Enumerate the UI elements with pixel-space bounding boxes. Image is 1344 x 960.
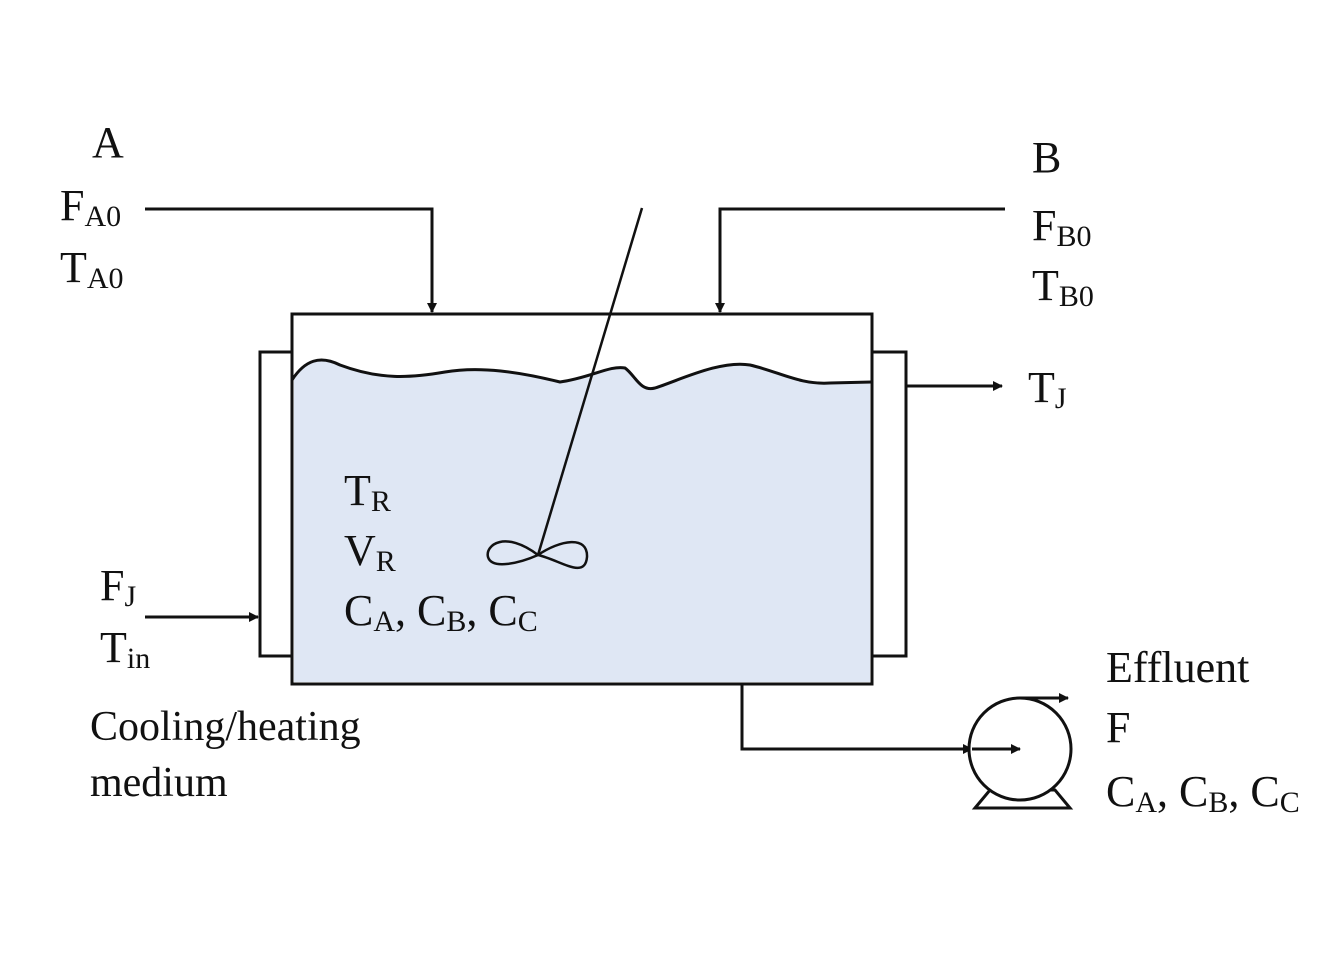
feed-b-temp-label: TB0 xyxy=(1032,261,1094,313)
effluent-line xyxy=(740,684,973,754)
feed-a-inlet xyxy=(145,207,437,313)
jacket-outlet-temp-label: TJ xyxy=(1028,363,1067,415)
feed-b-inlet xyxy=(715,207,1005,313)
agitator-icon xyxy=(486,207,644,570)
jacket-left xyxy=(258,350,294,658)
feed-a-flow-label: FA0 xyxy=(60,181,121,233)
reactor-temp-label: TR xyxy=(344,466,391,518)
feed-a-temp-label: TA0 xyxy=(60,243,124,295)
medium-label-line1: Cooling/heating xyxy=(90,704,361,750)
liquid-surface xyxy=(290,358,873,391)
jacket-inlet-temp-label: Tin xyxy=(100,623,150,675)
reactor-liquid xyxy=(294,360,870,682)
feed-b-name: B xyxy=(1032,133,1061,182)
jacket-right xyxy=(870,350,908,658)
medium-label-line2: medium xyxy=(90,760,228,806)
effluent-title: Effluent xyxy=(1106,643,1249,692)
feed-b-flow-label: FB0 xyxy=(1032,201,1092,253)
feed-a-name: A xyxy=(92,118,124,167)
jacket-flow-label: FJ xyxy=(100,561,136,613)
effluent-concentration-label: CA, CB, CC xyxy=(1106,767,1300,819)
reactor-concentration-label: CA, CB, CC xyxy=(344,586,538,638)
pump-icon xyxy=(967,693,1074,810)
reactor-volume-label: VR xyxy=(344,526,396,578)
effluent-flow-label: F xyxy=(1106,703,1130,752)
